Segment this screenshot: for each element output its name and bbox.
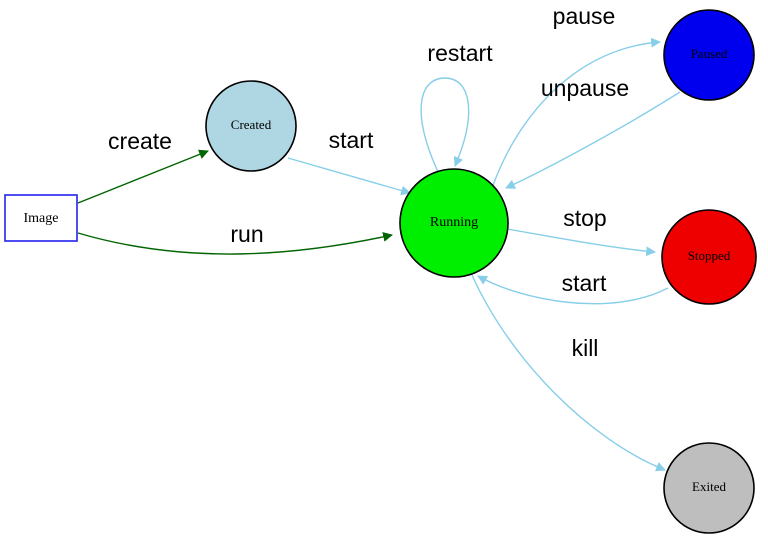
edge-start-created-path [287,157,411,196]
edge-stop-path [506,228,656,257]
edge-run-label: run [230,221,263,247]
node-running[interactable]: Running [399,168,509,278]
edge-kill-label: kill [572,335,599,361]
edge-start-created[interactable]: start [287,127,411,196]
node-paused-shape [663,9,755,101]
edge-restart-path [420,77,470,173]
node-paused[interactable]: Paused [663,9,755,101]
edge-stop[interactable]: stop [506,205,656,257]
node-stopped-shape [661,209,757,305]
edge-start-created-label: start [329,127,374,153]
edge-restart[interactable]: restart [420,40,493,173]
edge-pause-label: pause [553,3,616,29]
edge-stop-label: stop [563,205,606,231]
node-stopped[interactable]: Stopped [661,209,757,305]
edge-create-label: create [108,128,172,154]
edge-create[interactable]: create [77,128,209,204]
edge-pause[interactable]: pause [491,3,661,189]
nodes-layer: Image Created Running Paused Stopped [4,9,757,534]
edge-pause-path [491,37,661,189]
node-image[interactable]: Image [4,194,78,242]
edge-run-path [77,232,393,255]
node-exited[interactable]: Exited [663,442,755,534]
node-exited-shape [663,442,755,534]
node-image-shape [4,194,78,242]
edge-unpause[interactable]: unpause [505,75,681,189]
edge-unpause-label: unpause [541,75,629,101]
edge-create-path [77,149,209,204]
edge-unpause-path [505,91,681,189]
edge-run[interactable]: run [77,221,393,255]
edge-kill[interactable]: kill [471,274,666,472]
edge-start-stopped-label: start [562,270,607,296]
node-running-shape [399,168,509,278]
edge-restart-label: restart [427,40,493,66]
edges-layer: create run start restart pause [77,3,681,472]
node-created[interactable]: Created [205,80,297,172]
edge-start-stopped-path [477,275,669,305]
node-created-shape [205,80,297,172]
edge-start-stopped[interactable]: start [477,270,669,305]
edge-kill-path [471,274,666,472]
